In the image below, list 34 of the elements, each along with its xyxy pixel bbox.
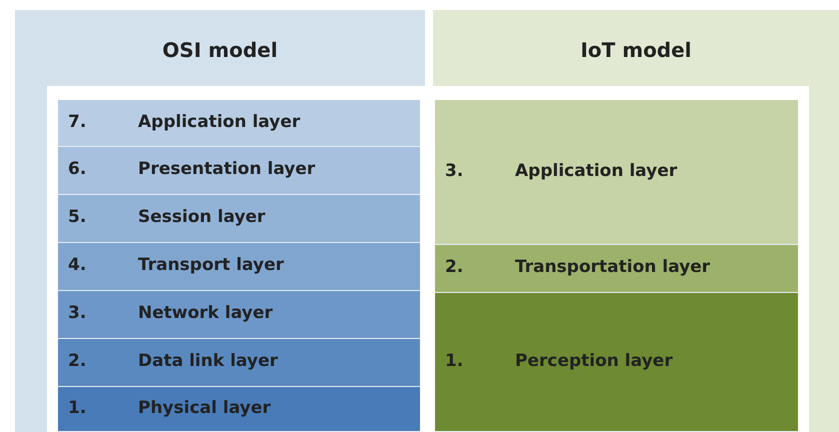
layer-row: [58, 100, 420, 147]
layer-name: Data link layer: [138, 351, 278, 371]
layer-row: [58, 387, 420, 432]
layer-name: Application layer: [138, 112, 300, 132]
layer-number: 6.: [68, 159, 86, 179]
panel-heading: OSI model: [161, 38, 279, 62]
layer-name: Session layer: [138, 207, 266, 227]
layer-row: [58, 291, 420, 339]
layer-row: [435, 100, 798, 245]
layer-row: [435, 245, 798, 293]
layer-name: Perception layer: [515, 350, 673, 370]
layer-number: 2.: [445, 257, 464, 277]
layer-number: 3.: [445, 160, 464, 180]
layer-row: [58, 195, 420, 243]
layer-number: 2.: [68, 351, 86, 371]
layer-name: Network layer: [138, 303, 273, 323]
layer-name: Physical layer: [138, 398, 271, 418]
layer-name: Transport layer: [138, 255, 284, 275]
layer-number: 5.: [68, 207, 86, 227]
panel-heading: IoT model: [579, 38, 693, 62]
model-panel: [433, 10, 839, 432]
layer-number: 7.: [68, 112, 86, 132]
layer-row: [58, 147, 420, 195]
layer-number: 1.: [445, 350, 464, 370]
layer-row: [435, 293, 798, 432]
layer-row: [58, 243, 420, 291]
layer-number: 3.: [68, 303, 86, 323]
layer-name: Presentation layer: [138, 159, 316, 179]
layer-number: 1.: [68, 398, 86, 418]
layer-name: Application layer: [515, 160, 678, 180]
layer-row: [58, 339, 420, 387]
layer-number: 4.: [68, 255, 86, 275]
layer-name: Transportation layer: [515, 257, 710, 277]
model-panel: [15, 10, 425, 432]
